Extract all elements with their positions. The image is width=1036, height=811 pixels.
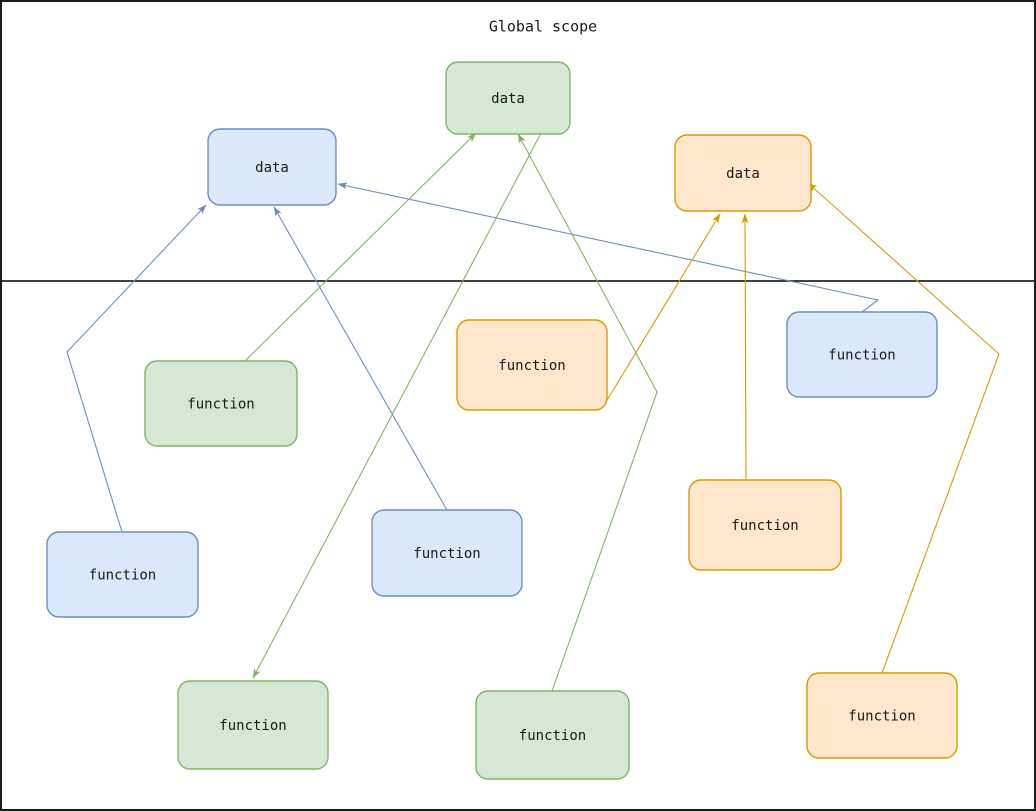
node-data-green[interactable]: data [445, 61, 571, 135]
node-data-orange[interactable]: data [674, 134, 812, 212]
nodes-layer: data data data function function function func… [46, 61, 958, 780]
edge-fn-orange-1-to-data-orange [605, 213, 721, 403]
node-box[interactable] [445, 61, 571, 135]
node-box[interactable] [475, 690, 630, 780]
edge-fn-blue-2-to-data-blue [66, 204, 207, 533]
node-fn-orange-1[interactable]: function [456, 319, 608, 411]
node-box[interactable] [806, 672, 958, 759]
node-box[interactable] [674, 134, 812, 212]
node-box[interactable] [144, 360, 298, 447]
node-fn-orange-3[interactable]: function [806, 672, 958, 759]
node-box[interactable] [46, 531, 199, 618]
edge-fn-green-1-to-data-green [244, 132, 477, 362]
edges-layer [66, 132, 1000, 692]
node-box[interactable] [177, 680, 329, 770]
node-data-blue[interactable]: data [207, 128, 337, 206]
node-box[interactable] [688, 479, 842, 571]
node-fn-green-1[interactable]: function [144, 360, 298, 447]
edge-fn-orange-3-to-data-orange [807, 182, 1000, 674]
edge-fn-green-3-to-data-green [517, 133, 658, 692]
node-box[interactable] [207, 128, 337, 206]
node-box[interactable] [786, 311, 938, 398]
node-box[interactable] [371, 509, 523, 597]
edge-fn-blue-1-to-data-blue [337, 182, 880, 313]
node-fn-blue-2[interactable]: function [46, 531, 199, 618]
node-fn-blue-1[interactable]: function [786, 311, 938, 398]
node-fn-orange-2[interactable]: function [688, 479, 842, 571]
node-fn-green-2[interactable]: function [177, 680, 329, 770]
edge-fn-blue-3-to-data-blue [273, 206, 448, 511]
edge-fn-orange-2-to-data-orange [741, 213, 749, 481]
node-fn-green-3[interactable]: function [475, 690, 630, 780]
node-fn-blue-3[interactable]: function [371, 509, 523, 597]
page-title: Global scope [489, 18, 597, 36]
node-box[interactable] [456, 319, 608, 411]
edge-data-green-to-fn-green-2 [252, 134, 541, 679]
